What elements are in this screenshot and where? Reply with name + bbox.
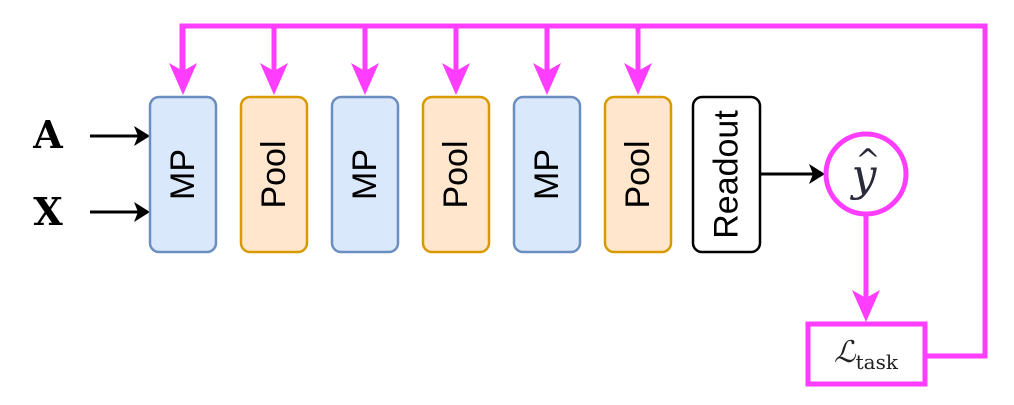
layer-blocks: MP Pool MP Pool MP Pool [148, 95, 673, 254]
mp-block: MP [148, 95, 218, 254]
feedback-arrow [442, 26, 470, 95]
output-to-loss-arrow [852, 214, 880, 322]
mp-block: MP [512, 95, 582, 254]
block-label: MP [528, 149, 566, 200]
readout-label: Readout [708, 110, 746, 239]
feedback-loop [169, 23, 988, 359]
readout-block: Readout [691, 95, 762, 254]
pool-block: Pool [421, 95, 491, 254]
block-label: Pool [437, 140, 475, 208]
output-y-label: y [850, 150, 878, 201]
input-a-label: A [32, 112, 63, 157]
loss-symbol: ℒ [834, 335, 857, 370]
readout-to-output-arrow [760, 164, 825, 184]
loss-subscript: task [856, 350, 899, 374]
svg-text:ℒtask: ℒtask [834, 335, 899, 374]
output-hat-accent: ^ [855, 143, 880, 178]
output-node: y ^ [823, 131, 909, 217]
block-label: MP [164, 149, 202, 200]
loss-box: ℒtask [805, 321, 928, 387]
input-a-arrow [90, 126, 150, 146]
pool-block: Pool [239, 95, 309, 254]
input-x-arrow [90, 202, 150, 222]
feedback-arrow [169, 26, 197, 95]
feedback-arrow [533, 26, 561, 95]
feedback-arrow [260, 26, 288, 95]
mp-block: MP [330, 95, 400, 254]
feedback-arrow [624, 26, 652, 95]
pool-block: Pool [603, 95, 673, 254]
block-label: MP [346, 149, 384, 200]
feedback-arrow [351, 26, 379, 95]
block-label: Pool [619, 140, 657, 208]
block-label: Pool [255, 140, 293, 208]
input-x-label: X [33, 189, 63, 234]
